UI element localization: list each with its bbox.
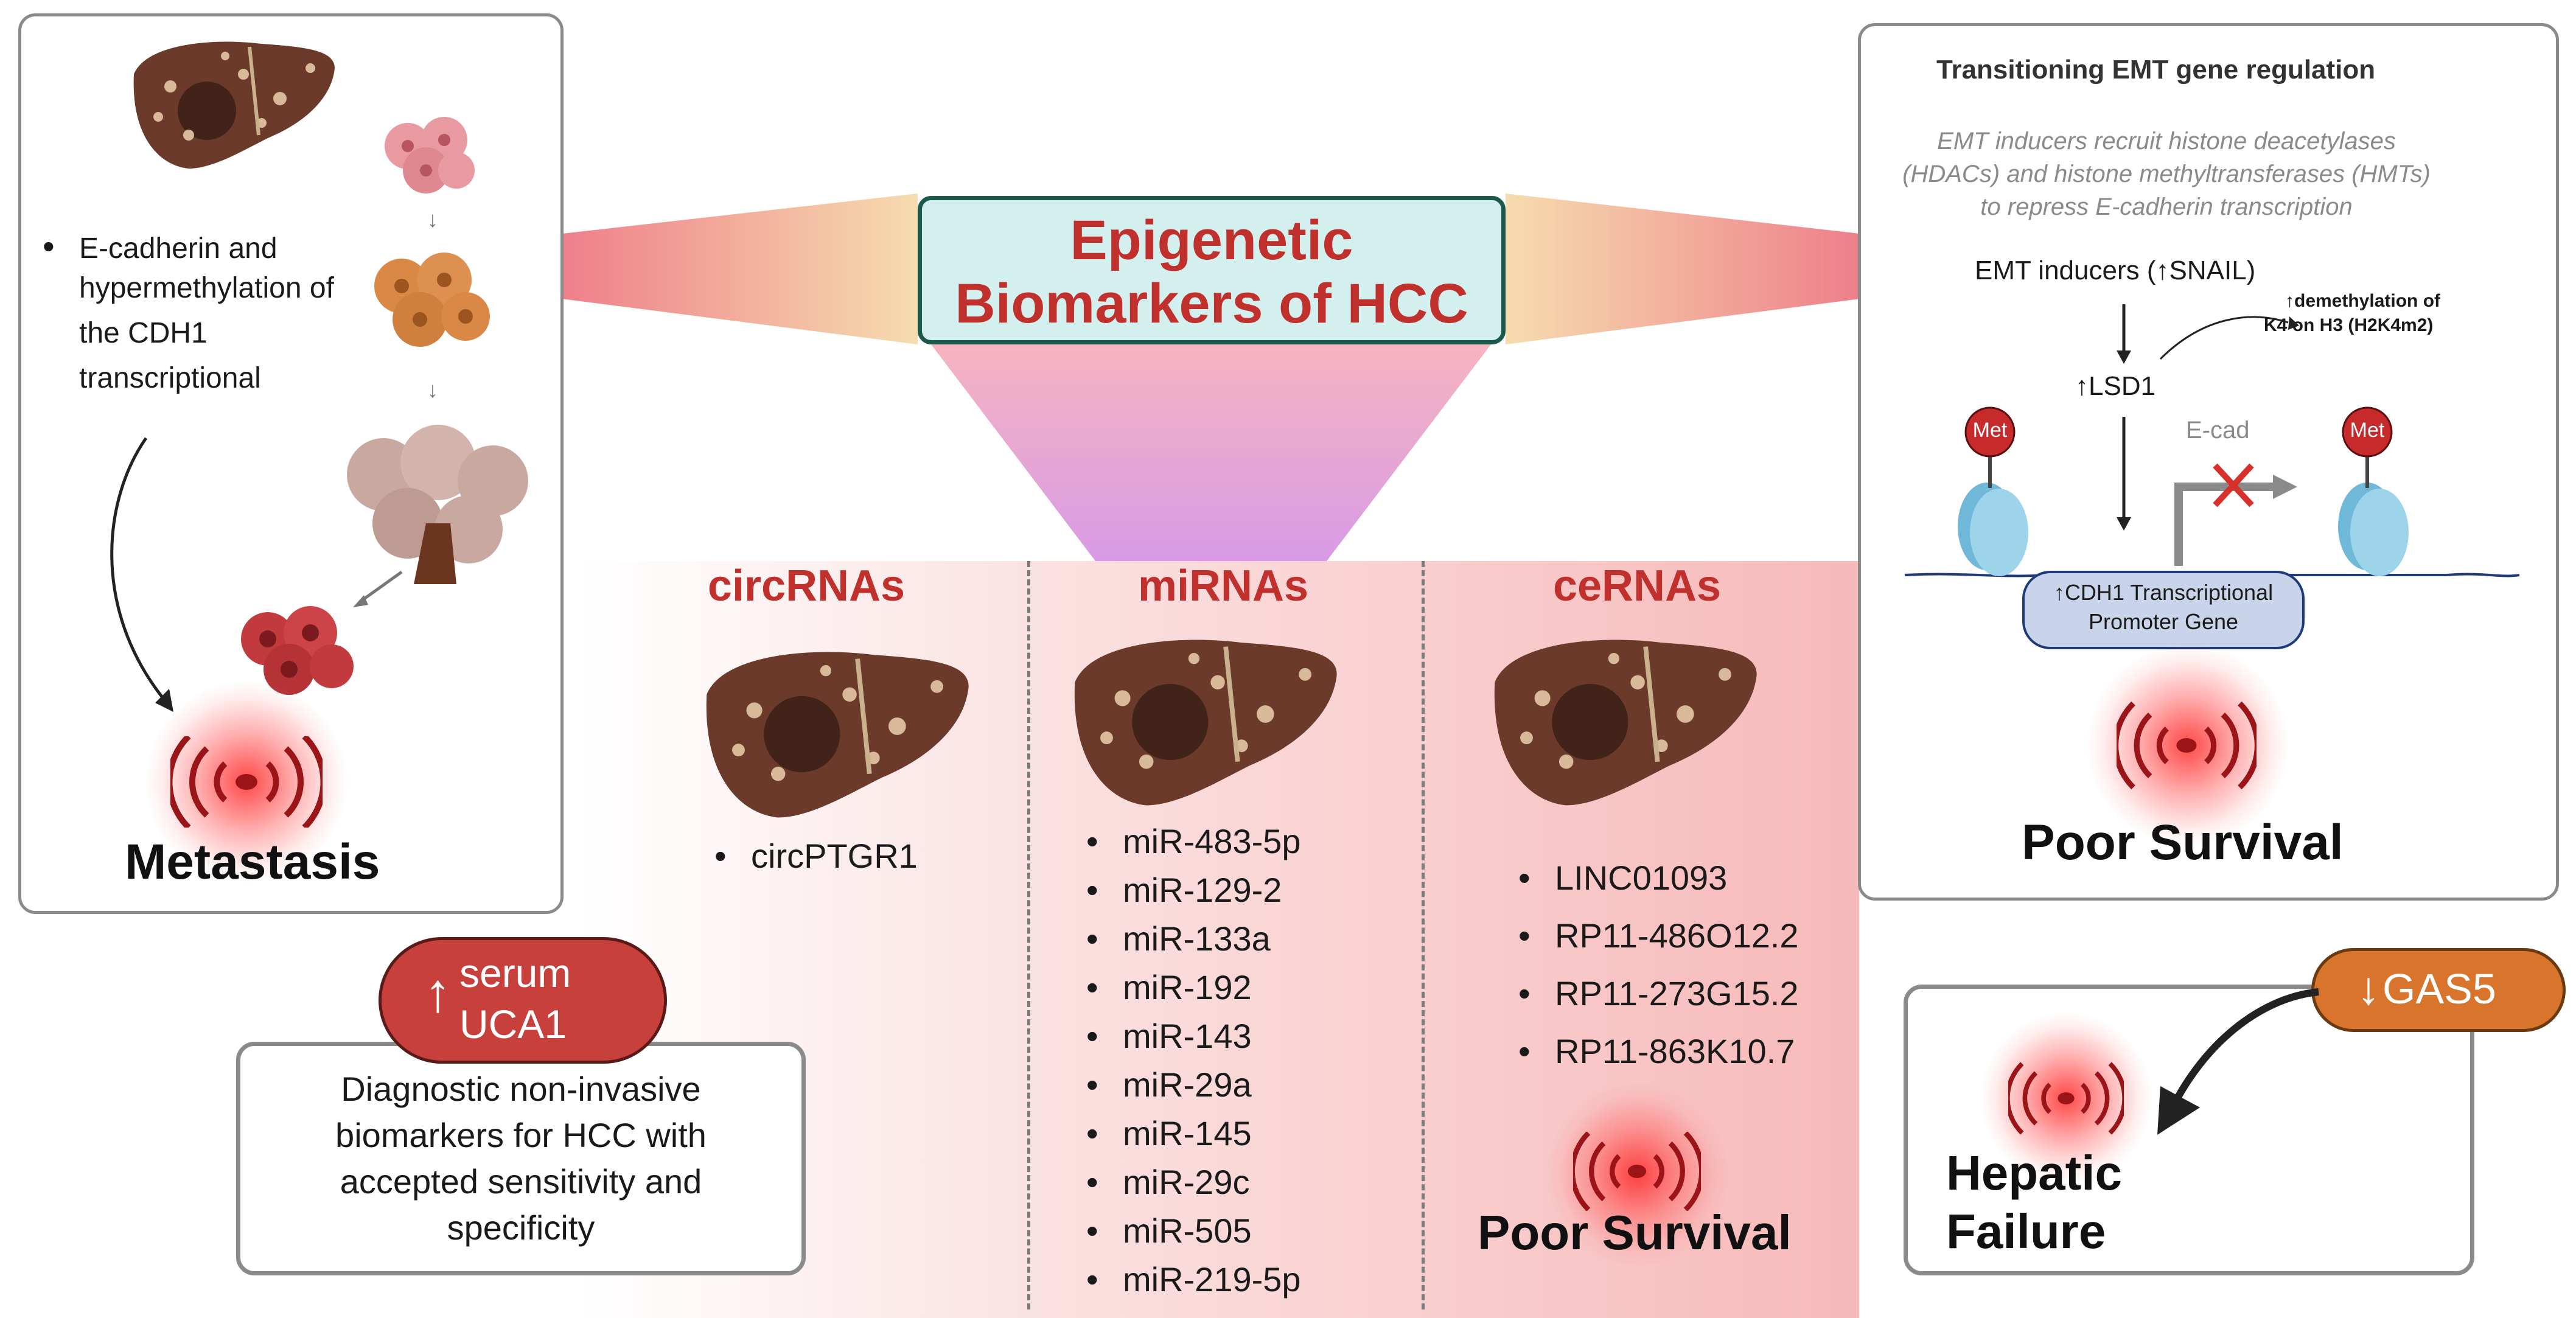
up-arrow-icon: ↑ bbox=[424, 963, 452, 1023]
diagnostic-line2: biomarkers for HCC with bbox=[335, 1116, 707, 1154]
mirna-item: miR-192 bbox=[1123, 968, 1252, 1007]
serum-label: serum bbox=[459, 950, 571, 995]
met-label-right: Met bbox=[2350, 419, 2385, 442]
met-label-left: Met bbox=[1972, 419, 2008, 442]
left-funnel bbox=[557, 194, 918, 344]
curved-arrow-demethylation bbox=[2159, 316, 2289, 360]
alarm-signal-icon bbox=[1573, 1132, 1701, 1211]
right-funnel bbox=[1506, 194, 1865, 344]
progression-arrow-1: ↓ bbox=[427, 207, 438, 232]
cerna-item: RP11-863K10.7 bbox=[1555, 1031, 1795, 1071]
emt-diagram bbox=[1904, 304, 2520, 649]
diagnostic-line1: Diagnostic non-invasive bbox=[341, 1070, 701, 1108]
diagnostic-line4: specificity bbox=[447, 1208, 595, 1247]
cerna-poor-survival-label: Poor Survival bbox=[1478, 1205, 1792, 1260]
liver-icon bbox=[1494, 640, 1757, 806]
lsd1-label: ↑LSD1 bbox=[2075, 371, 2156, 401]
circrna-item: circPTGR1 bbox=[751, 836, 918, 876]
progression-arrow-2: ↓ bbox=[427, 377, 438, 402]
mirna-item: miR-133a bbox=[1123, 919, 1271, 958]
left-bullet-line2: hypermethylation of bbox=[79, 272, 334, 304]
center-title-line2: Biomarkers of HCC bbox=[955, 273, 1468, 335]
hepatic-line1: Hepatic bbox=[1946, 1146, 2122, 1200]
liver-icon bbox=[706, 652, 969, 818]
cell-cluster-icon bbox=[347, 425, 528, 584]
metastasis-label: Metastasis bbox=[125, 834, 380, 890]
uca1-label: UCA1 bbox=[459, 1002, 567, 1047]
methyl-marker-icon bbox=[2342, 406, 2393, 458]
down-funnel bbox=[931, 344, 1491, 561]
center-title-box: Epigenetic Biomarkers of HCC bbox=[918, 196, 1506, 344]
alarm-signal-icon bbox=[170, 736, 323, 828]
center-title-line1: Epigenetic bbox=[1070, 209, 1353, 271]
mirnas-header: miRNAs bbox=[1137, 562, 1309, 610]
cell-cluster-icon bbox=[385, 117, 475, 194]
curved-arrow-to-hepatic bbox=[2157, 988, 2319, 1135]
promoter-line2: Promoter Gene bbox=[2088, 609, 2239, 634]
emt-panel-title: Transitioning EMT gene regulation bbox=[1936, 55, 2376, 85]
gas5-label: GAS5 bbox=[2382, 965, 2496, 1013]
cerna-item: RP11-486O12.2 bbox=[1555, 916, 1799, 955]
mirna-item: miR-505 bbox=[1123, 1211, 1252, 1250]
circrnas-header: circRNAs bbox=[707, 562, 906, 610]
left-bullet-line1: E-cadherin and bbox=[79, 226, 277, 266]
column-divider-1 bbox=[1027, 561, 1030, 1309]
left-bullet-line3: the CDH1 bbox=[79, 317, 208, 349]
emt-note-line1: EMT inducers recruit histone deacetylase… bbox=[1937, 128, 2396, 155]
nucleosome-icon bbox=[2338, 432, 2409, 576]
alarm-signal-icon bbox=[2008, 1062, 2124, 1135]
diagnostic-text: Diagnostic non-invasive biomarkers for H… bbox=[242, 1066, 800, 1251]
cerna-item: RP11-273G15.2 bbox=[1555, 974, 1799, 1013]
mirna-item: miR-145 bbox=[1123, 1114, 1252, 1153]
mirna-item: miR-129-2 bbox=[1123, 870, 1282, 910]
blocked-arrow-icon bbox=[2213, 463, 2254, 507]
cell-cluster-icon bbox=[374, 253, 490, 347]
liver-icon bbox=[1074, 640, 1337, 806]
methyl-marker-icon bbox=[1964, 406, 2016, 458]
serum-uca1-pill: ↑ serum UCA1 bbox=[379, 937, 667, 1064]
alarm-signal-icon bbox=[2117, 701, 2257, 790]
emt-note-line3: to repress E-cadherin transcription bbox=[1980, 194, 2353, 220]
promoter-line1: ↑CDH1 Transcriptional bbox=[2053, 580, 2274, 605]
nucleosome-icon bbox=[1958, 432, 2028, 576]
demethylation-line1: ↑demethylation of bbox=[2285, 291, 2441, 311]
mirna-item: miR-29a bbox=[1123, 1065, 1252, 1104]
mirna-item: miR-219-5p bbox=[1123, 1260, 1301, 1299]
mirna-item: miR-483-5p bbox=[1123, 821, 1301, 861]
ecad-label: E-cad bbox=[2186, 417, 2250, 444]
emt-note: EMT inducers recruit histone deacetylase… bbox=[1862, 125, 2471, 223]
cernas-header: ceRNAs bbox=[1552, 562, 1722, 610]
curved-arrow-to-metastasis bbox=[110, 437, 173, 712]
diagnostic-line3: accepted sensitivity and bbox=[340, 1162, 702, 1201]
mirna-item: miR-143 bbox=[1123, 1016, 1252, 1056]
migration-arrow bbox=[353, 570, 403, 607]
gas5-pill: ↓ GAS5 bbox=[2311, 948, 2566, 1032]
promoter-label: ↑CDH1 Transcriptional Promoter Gene bbox=[2023, 578, 2303, 636]
down-arrow-icon: ↓ bbox=[2357, 963, 2380, 1014]
column-divider-2 bbox=[1422, 561, 1425, 1309]
hepatic-line2: Failure bbox=[1946, 1204, 2106, 1258]
emt-inducers-label: EMT inducers (↑SNAIL) bbox=[1975, 256, 2256, 285]
cerna-item: LINC01093 bbox=[1555, 858, 1727, 898]
emt-note-line2: (HDACs) and histone methyltransferases (… bbox=[1902, 161, 2431, 187]
right-poor-survival-label: Poor Survival bbox=[2022, 815, 2344, 870]
cell-cluster-icon bbox=[241, 606, 354, 695]
left-bullet-line4: transcriptional bbox=[79, 362, 261, 394]
liver-icon bbox=[133, 41, 335, 169]
mirna-item: miR-29c bbox=[1123, 1162, 1249, 1202]
